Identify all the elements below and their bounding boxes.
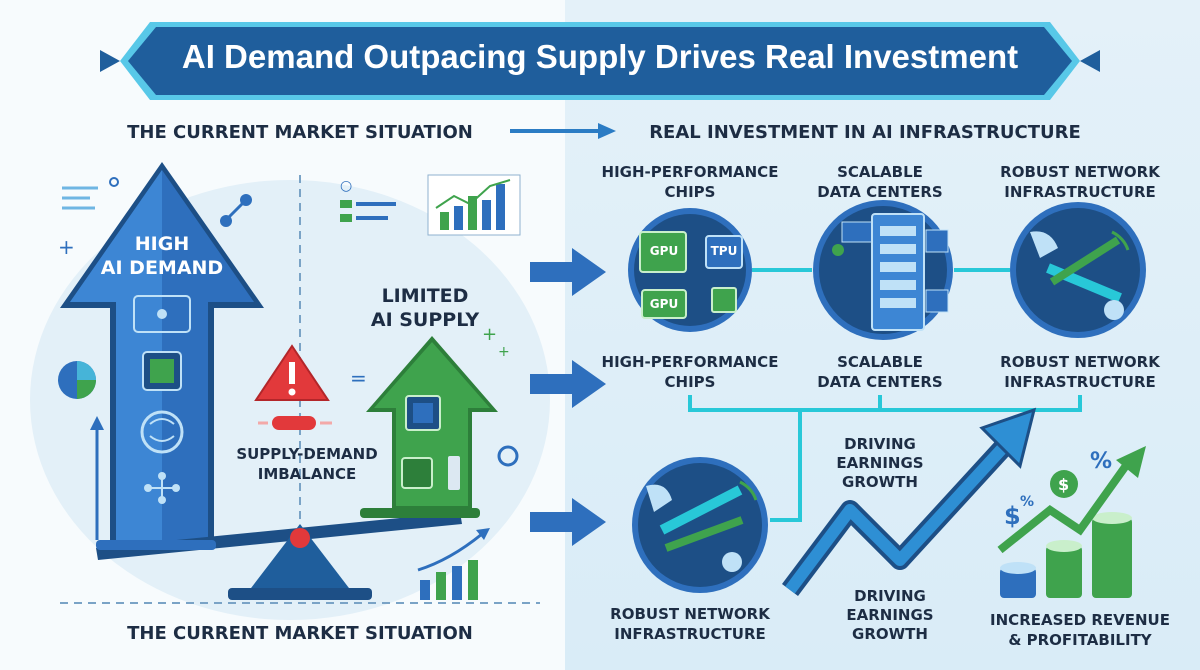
page-title: AI Demand Outpacing Supply Drives Real I… <box>181 38 1019 75</box>
right-heading: REAL INVESTMENT IN AI INFRASTRUCTURE <box>649 122 1081 143</box>
driving-mid-1: DRIVING <box>844 435 916 453</box>
server-circle <box>813 200 953 340</box>
bottom-driving-label-1: DRIVING <box>854 587 926 605</box>
svg-text:+: + <box>498 344 510 360</box>
svg-text:○: ○ <box>340 178 352 194</box>
limited-supply-label-1: LIMITED <box>381 285 469 307</box>
row2-label-datacenters-1: SCALABLE <box>837 353 923 371</box>
row1-label-network-2: INFRASTRUCTURE <box>1004 183 1156 201</box>
revenue-label-2: & PROFITABILITY <box>1008 631 1152 649</box>
row2-label-datacenters-2: DATA CENTERS <box>817 373 943 391</box>
row1-label-datacenters-1: SCALABLE <box>837 163 923 181</box>
svg-text:%: % <box>1090 449 1112 474</box>
imbalance-icon <box>258 416 332 430</box>
driving-mid-3: GROWTH <box>842 473 918 491</box>
row2-label-chips-2: CHIPS <box>664 373 716 391</box>
high-demand-label-1: HIGH <box>134 233 190 255</box>
row2-links <box>688 395 1082 522</box>
limited-supply-label-2: AI SUPPLY <box>370 309 480 331</box>
gpu-label-2: GPU <box>649 297 679 311</box>
svg-text:=: = <box>350 366 367 390</box>
svg-text:$: $ <box>1058 475 1069 494</box>
row2-label-network-1: ROBUST NETWORK <box>1000 353 1160 371</box>
growth-arrow <box>782 407 1037 596</box>
growth-chart-icon <box>417 528 490 600</box>
high-demand-label-2: AI DEMAND <box>100 257 224 279</box>
svg-text:+: + <box>58 235 75 259</box>
title-banner <box>100 22 1100 100</box>
revenue-label-1: INCREASED REVENUE <box>990 611 1170 629</box>
left-heading-bottom: THE CURRENT MARKET SITUATION <box>127 623 473 644</box>
left-heading-top: THE CURRENT MARKET SITUATION <box>127 122 473 143</box>
row1-label-chips-2: CHIPS <box>664 183 716 201</box>
svg-text:+: + <box>482 324 497 345</box>
bottom-network-label-2: INFRASTRUCTURE <box>614 625 766 643</box>
imbalance-label-1: SUPPLY-DEMAND <box>236 445 378 463</box>
connector-arrows <box>530 248 606 546</box>
bottom-network-circle <box>632 457 768 593</box>
tpu-label: TPU <box>710 244 738 258</box>
chip-circle <box>628 208 752 332</box>
row2-label-network-2: INFRASTRUCTURE <box>1004 373 1156 391</box>
network-circle <box>1010 202 1146 338</box>
balance-scale <box>96 508 480 600</box>
row1-label-chips-1: HIGH-PERFORMANCE <box>601 163 779 181</box>
row1-label-datacenters-2: DATA CENTERS <box>817 183 943 201</box>
high-demand-arrow <box>60 162 264 548</box>
row1-label-network-1: ROBUST NETWORK <box>1000 163 1160 181</box>
bottom-network-label-1: ROBUST NETWORK <box>610 605 770 623</box>
svg-text:%: % <box>1020 494 1034 510</box>
revenue-icon: $ $ % % <box>997 446 1146 598</box>
gpu-label-1: GPU <box>649 244 679 258</box>
warning-icon <box>254 344 330 401</box>
svg-text:$: $ <box>1004 502 1021 530</box>
bottom-driving-label-3: GROWTH <box>852 625 928 643</box>
bottom-driving-label-2: EARNINGS <box>846 606 934 624</box>
flow-arrow-icon <box>510 123 616 139</box>
imbalance-label-2: IMBALANCE <box>257 465 357 483</box>
bar-chart-icon <box>427 174 521 236</box>
row2-label-chips-1: HIGH-PERFORMANCE <box>601 353 779 371</box>
limited-supply-arrow <box>366 336 498 512</box>
sparkle-icons: + + <box>482 324 519 467</box>
driving-mid-2: EARNINGS <box>836 454 924 472</box>
list-chart-icon <box>340 200 396 222</box>
